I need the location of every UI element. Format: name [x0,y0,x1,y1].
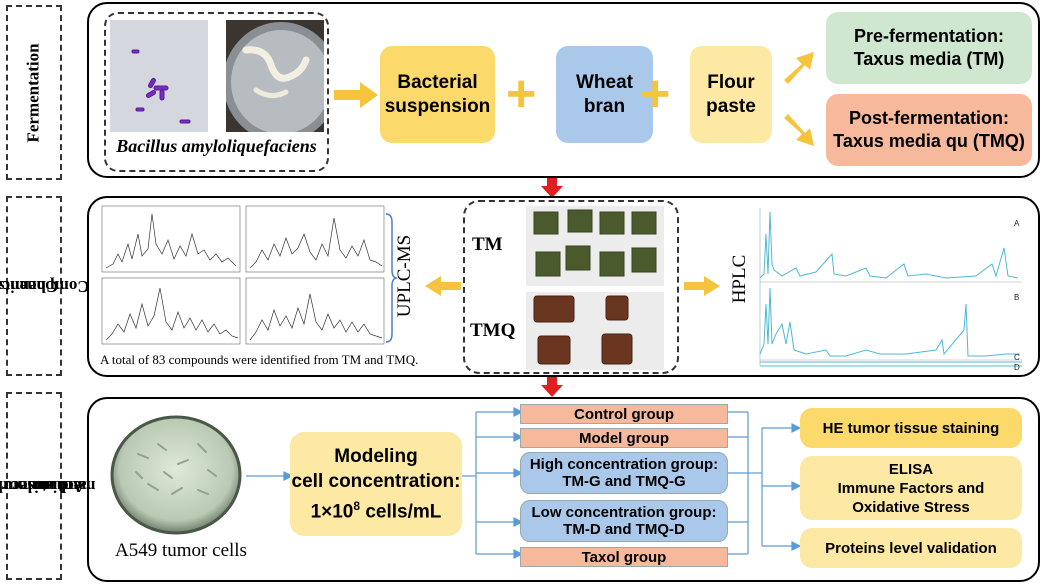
tm-label: TM [472,234,503,255]
bacterial-line2: suspension [384,95,491,117]
modeling-conc: 1×10 [310,501,354,523]
modeling-unit: cells/mL [360,501,442,523]
hplc-trace-c: C [1014,353,1020,362]
plus-icon: + [640,65,671,123]
chemical-panel [87,196,1040,377]
section-label-fermentation: Fermentation [6,5,62,180]
plus-icon: + [506,65,537,123]
a549-cells-image [110,415,242,535]
he-staining-box: HE tumor tissue staining [800,408,1022,448]
uplc-bracket-icon [385,213,398,343]
red-arrow-down-icon [541,178,563,198]
elisa-line3: Oxidative Stress [852,498,970,516]
split-arrows-icon [784,52,814,146]
hplc-trace-a: A [1014,219,1020,228]
post-fermentation-box: Post-fermentation: Taxus media qu (TMQ) [826,94,1032,166]
high-group-line1: High concentration group: [529,456,719,473]
low-group-box: Low concentration group:TM-D and TMQ-D [520,500,728,542]
organism-frame [104,12,329,172]
antitumor-panel [87,397,1040,582]
proteins-box: Proteins level validation [800,528,1022,568]
chemical-label-line2: Components [0,277,90,296]
fermentation-panel [87,2,1040,178]
section-label-chemical: ChemicalComponents [0,196,90,376]
pre-line1: Pre-fermentation: [853,26,1004,46]
wheat-line2: bran [583,95,626,117]
flour-line1: Flour [707,71,755,93]
modeling-line2: cell concentration: [291,470,461,492]
proteins-label: Proteins level validation [825,539,997,557]
bacterial-line1: Bacterial [397,71,478,93]
petri-dish-icon [226,20,324,132]
high-group-box: High concentration group:TM-G and TMQ-G [520,452,728,494]
uplc-spectra-chart [101,205,385,345]
arrow-right-icon [684,276,720,296]
post-line1: Post-fermentation: [848,108,1009,128]
hplc-trace-b: B [1014,293,1019,302]
post-line2: Taxus media qu (TMQ) [833,131,1025,151]
section-label-antitumor: Anti-tumor activityand molecularmechanis… [0,392,95,580]
organism-name: Bacillus amyloliquefaciens [116,136,317,156]
control-group-box: Control group [520,404,728,424]
low-group-line2: TM-D and TMQ-D [563,521,685,538]
hplc-trace-d: D [1014,363,1020,372]
a549-cells-label: A549 tumor cells [115,540,247,561]
he-staining-label: HE tumor tissue staining [822,419,1000,437]
taxol-group-box: Taxol group [520,547,728,567]
elisa-line2: Immune Factors and [837,479,985,497]
elisa-line1: ELISA [888,460,934,478]
bacteria-stain-icon [110,20,208,132]
modeling-exp: 8 [353,498,361,513]
connector-lines [246,407,800,559]
flour-line2: paste [706,95,756,117]
red-arrow-down-icon [541,377,563,397]
modeling-line1: Modeling [334,445,418,467]
hplc-chromatogram-chart: A B C D [759,208,1022,372]
petri-dish-image [226,20,324,132]
pre-fermentation-box: Pre-fermentation: Taxus media (TM) [826,12,1032,84]
microscope-image [110,20,208,132]
tm-sample-image [526,206,664,286]
tmq-label: TMQ [470,320,516,341]
pre-line2: Taxus media (TM) [853,49,1005,69]
tmq-sample-image [526,292,664,370]
arrow-left-icon [425,276,461,296]
low-group-line1: Low concentration group: [531,504,717,521]
sample-frame [463,200,679,374]
uplc-caption: A total of 83 compounds were identified … [100,352,419,367]
model-group-label: Model group [579,429,669,447]
uplc-label: UPLC-MS [394,234,415,318]
modeling-box: Modeling cell concentration: 1×108 cells… [290,432,462,536]
model-group-box: Model group [520,428,728,448]
taxol-group-label: Taxol group [581,548,667,566]
wheat-line1: Wheat [576,71,633,93]
control-group-label: Control group [574,405,674,423]
high-group-line2: TM-G and TMQ-G [562,473,686,490]
fermentation-label: Fermentation [24,42,44,143]
arrow-right-icon [334,82,378,108]
